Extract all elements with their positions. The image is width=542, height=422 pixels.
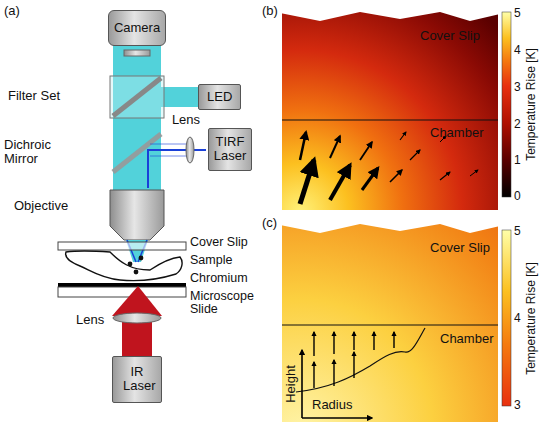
part-label: Cover Slip [190, 236, 248, 250]
laser-box: IR Laser [112, 356, 162, 403]
flow-arrow [362, 168, 378, 190]
heat-map [282, 10, 498, 210]
part-label: Cover Slip [420, 29, 480, 43]
laser-box: TIRF Laser [208, 128, 252, 171]
part-label: Chamber [430, 126, 483, 140]
dichroic-mirror [113, 134, 161, 172]
tick-label: 3 [514, 399, 521, 412]
part-label: Chromium [190, 272, 248, 286]
tick-label: 4 [514, 44, 521, 57]
particle [128, 262, 133, 267]
flow-arrow [373, 332, 374, 350]
cut-edge [280, 218, 500, 233]
part-label: Lens [76, 313, 104, 327]
camera-body: Camera [108, 10, 166, 46]
flow-arrow [470, 170, 478, 176]
heat-map [282, 222, 498, 422]
panel-letter: (c) [262, 216, 277, 230]
part-label: Chamber [440, 332, 493, 346]
flow-arrow [330, 136, 340, 158]
flow-arrow [313, 332, 314, 356]
node-label: Camera [114, 21, 160, 35]
tirf-beam [150, 144, 188, 156]
flow-arrow [440, 172, 450, 180]
objective-symbol [110, 190, 164, 240]
microscope-slide [58, 287, 186, 297]
node-label: LED [207, 90, 232, 104]
flow-arrow [353, 332, 354, 350]
part-label: Lens [172, 113, 200, 127]
flow-arrow [333, 332, 334, 354]
led-beam [160, 87, 198, 107]
tick-label: 5 [514, 7, 521, 20]
led-box: LED [198, 84, 241, 110]
chamber-boundary [282, 120, 498, 121]
node-label: TIRF Laser [213, 135, 247, 164]
panel-letter: (b) [262, 4, 278, 18]
axis-title: Temperature Rise [K] [525, 48, 538, 161]
panel-letter: (a) [4, 4, 20, 18]
part-label: Filter Set [8, 89, 60, 103]
flow-arrow [390, 170, 402, 182]
ir-beam [122, 322, 152, 356]
flow-arrow [333, 360, 334, 386]
height-axis [301, 350, 303, 418]
fluid-profile [296, 328, 425, 392]
color-bar [502, 12, 511, 197]
flow-arrow [360, 142, 372, 160]
sample-outline [66, 251, 182, 281]
flow-arrow [393, 332, 394, 348]
tick-label: 4 [514, 312, 521, 325]
flow-arrow [353, 352, 354, 378]
part-label: Sample [190, 254, 232, 268]
flow-arrow [400, 132, 406, 140]
tick-label: 2 [514, 118, 521, 131]
radius-axis [302, 417, 372, 419]
particle [134, 270, 139, 275]
axis-title: Temperature Rise [K] [525, 262, 538, 375]
flow-arrow [410, 150, 420, 160]
flow-arrow [300, 160, 314, 204]
part-label: Microscope Slide [190, 290, 260, 317]
chromium-layer [58, 283, 186, 287]
tick-label: 5 [514, 225, 521, 238]
color-bar [502, 230, 511, 406]
flow-arrow [330, 165, 350, 200]
ir-lens [113, 313, 161, 323]
tick-label: 1 [514, 154, 521, 167]
axis-title: Height [284, 365, 298, 403]
part-label: Radius [312, 398, 352, 412]
flow-arrow [313, 362, 314, 388]
tick-label: 3 [514, 81, 521, 94]
ir-cone [112, 286, 162, 316]
tick-label: 0 [514, 190, 521, 203]
part-label: Objective [14, 199, 68, 213]
chamber-boundary [282, 325, 498, 326]
cover-slip [58, 242, 186, 250]
filter-mirror [113, 78, 161, 116]
tirf-lens [186, 137, 194, 163]
cut-edge [280, 6, 500, 21]
part-label: Dichroic Mirror [4, 138, 66, 166]
camera-nose [124, 50, 150, 56]
part-label: Cover Slip [430, 241, 490, 255]
filter-cube [110, 76, 164, 118]
node-label: IR Laser [123, 365, 151, 394]
particle [139, 256, 144, 261]
flow-arrow [300, 132, 306, 160]
